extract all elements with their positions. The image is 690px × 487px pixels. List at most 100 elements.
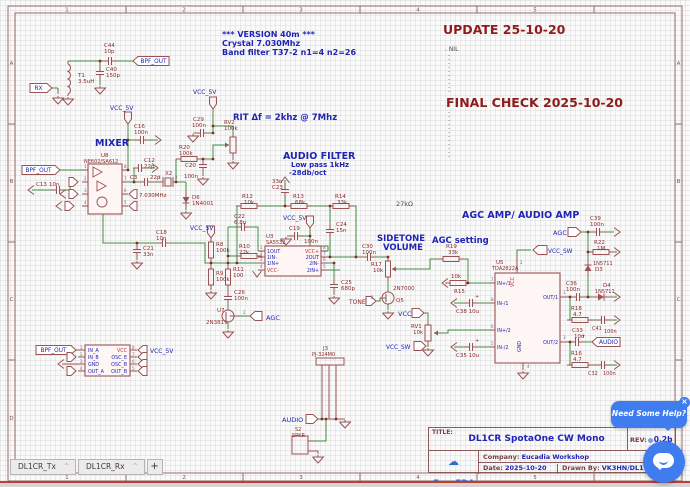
ground-symbol[interactable] [94,86,107,95]
label-7[interactable]: 7 [323,251,326,256]
label-vcc[interactable]: VCC [398,310,412,318]
label-update-25-10-20[interactable]: UPDATE 25-10-20 [443,22,566,37]
label-r20[interactable]: R20 [179,145,190,151]
label-out-b[interactable]: OUT_B [111,369,127,375]
ground-symbol[interactable] [280,237,293,246]
wire[interactable] [102,214,157,244]
label-c44[interactable]: C44 [104,43,115,49]
label-22p[interactable]: 22p [150,175,161,181]
label-5[interactable]: 5 [491,341,494,346]
label-100n[interactable]: 100n [362,250,376,256]
label-agc-setting[interactable]: AGC setting [432,236,489,246]
wire[interactable] [171,242,258,264]
label-c39[interactable]: C39 [590,216,601,222]
label--28db/oct[interactable]: -28db/oct [289,169,327,177]
label-agc[interactable]: AGC [553,229,567,237]
wire[interactable] [313,419,327,442]
inductor[interactable] [66,63,71,95]
ground-symbol[interactable] [187,134,200,143]
label-33k[interactable]: 33k [337,200,348,206]
label-in+/2[interactable]: IN+/2 [497,328,511,334]
label-6[interactable]: 6 [323,257,326,262]
label-100n[interactable]: 100n [134,130,148,136]
ground-symbol[interactable] [62,97,75,106]
resistor[interactable] [208,268,214,286]
resistor[interactable] [385,260,391,278]
label-15n[interactable]: 15n [336,228,347,234]
label-6.8n[interactable]: 6.8n [234,220,247,226]
label-sidetone[interactable]: SIDETONE [377,234,425,244]
net-flag-arrow[interactable] [613,292,621,302]
label-100n[interactable]: 100n [566,287,580,293]
label-u8[interactable]: U8 [101,153,109,159]
port[interactable] [128,189,138,199]
capacitor[interactable] [236,223,250,231]
ground-symbol[interactable] [422,348,435,357]
label-100k[interactable]: 100k [216,248,230,254]
label-rv1[interactable]: RV1 [411,324,422,330]
label-10k[interactable]: 10k [373,268,384,274]
port[interactable] [567,227,582,237]
ground-symbol[interactable] [205,291,218,300]
port-label-bpf_out[interactable]: BPF_OUT [140,59,167,65]
label-c3[interactable]: C3 [130,175,138,181]
label-vcc-sw[interactable]: VCC_SW [386,345,411,351]
port[interactable] [365,296,377,306]
label-10p[interactable]: 10p [104,49,115,55]
vcc-flag[interactable] [207,225,215,239]
label-audio[interactable]: AUDIO [282,416,303,424]
port[interactable] [128,201,138,211]
capacitor[interactable] [195,129,209,137]
resistor[interactable] [225,268,231,286]
label-c33[interactable]: C33 [572,328,583,334]
capacitor[interactable] [464,343,478,351]
label-c36[interactable]: C36 [566,281,577,287]
ground-symbol[interactable] [52,96,65,105]
tab-dropdown-icon[interactable]: ^ [132,463,138,470]
port-label-bpf_out[interactable]: BPF_OUT [40,348,67,354]
label-33n[interactable]: 33n [272,179,283,185]
label-2[interactable]: 2 [84,176,87,181]
vcc-flag[interactable] [209,96,217,110]
port-bpf-out[interactable] [21,165,61,175]
label-t1[interactable]: T1 [77,73,85,79]
ground-symbol[interactable] [517,371,530,380]
label-c21[interactable]: C21 [143,246,154,252]
label-c23[interactable]: C23 [272,185,283,191]
label-100k[interactable]: 100k [224,126,238,132]
label-2in+[interactable]: 2IN+ [307,268,319,274]
label-68k[interactable]: 68k [295,200,306,206]
label-s2[interactable]: S2 [295,427,301,433]
capacitor[interactable] [133,244,141,258]
label-100n[interactable]: 100n [192,123,206,129]
port[interactable] [413,341,427,351]
net-flag-arrow[interactable] [613,227,621,237]
label-100n[interactable]: 100n [304,239,318,245]
label-in+/1[interactable]: IN+/1 [497,281,511,287]
label-c12[interactable]: C12 [144,158,155,164]
label-100n[interactable]: 100n [604,329,617,335]
label-1in+[interactable]: 1IN+ [267,261,279,267]
label-r10[interactable]: R10 [239,244,250,250]
port[interactable] [532,245,548,255]
port[interactable] [68,189,79,199]
label-3[interactable]: 3 [80,359,83,364]
label-6[interactable]: 6 [132,359,135,364]
resistor[interactable] [290,203,308,209]
diode[interactable] [182,197,190,203]
label-vcc-5v[interactable]: VCC_5V [190,225,214,232]
label-rit-f-2khz-7mhz[interactable]: RIT Δf = 2khz @ 7Mhz [233,113,337,123]
net-flag-arrow[interactable] [441,278,449,288]
port[interactable] [68,177,79,187]
label-c24[interactable]: C24 [336,222,347,228]
label-10n[interactable]: 10n [156,236,167,242]
label-4[interactable]: 4 [80,366,83,371]
label-.-nil[interactable]: . NIL [445,46,459,53]
label-100k[interactable]: 100k [216,277,230,283]
label-vcc+[interactable]: VCC+ [305,249,319,255]
label-d3[interactable]: D3 [595,267,603,273]
label-c40[interactable]: C40 [106,67,117,73]
label-pj-324m0[interactable]: PJ-324M0 [312,352,335,358]
